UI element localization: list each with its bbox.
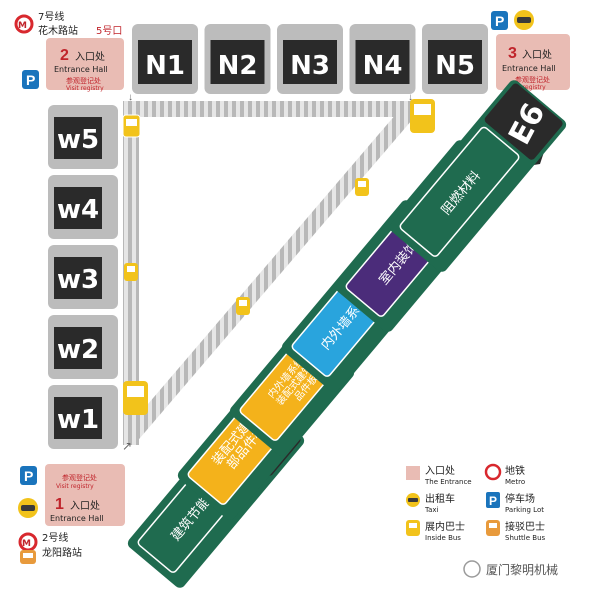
metro-icon bbox=[484, 463, 502, 481]
inside-bus-icon bbox=[236, 297, 250, 315]
parking-icon bbox=[486, 492, 500, 508]
legend-parking-cn: 停车场 bbox=[505, 492, 535, 505]
entrance-1-cn: 入口处 bbox=[70, 500, 100, 512]
hall-label: w3 bbox=[57, 265, 99, 295]
legend-parking-en: Parking Lot bbox=[505, 506, 544, 514]
legend-inside-bus-cn: 展内巴士 bbox=[425, 520, 465, 533]
entrance-3-registry-cn: 参观登记处 bbox=[515, 75, 550, 84]
hall-label: N4 bbox=[363, 51, 403, 81]
inside-bus-icon bbox=[123, 381, 148, 415]
metro-top-block: M 7号线 花木路站 5号口 bbox=[14, 10, 122, 37]
hall-w4[interactable]: w4 bbox=[48, 175, 118, 239]
taxi-icon bbox=[18, 498, 38, 518]
svg-text:M: M bbox=[18, 21, 27, 31]
metro-exit-top: 5号口 bbox=[96, 25, 122, 37]
metro-bottom-block: M 2号线 龙阳路站 bbox=[18, 531, 82, 564]
inside-bus-icon bbox=[410, 99, 435, 133]
entrance-1-registry-en: Visit registry bbox=[56, 483, 94, 490]
hall-label: N1 bbox=[145, 51, 185, 81]
shuttle-bus-icon bbox=[20, 550, 36, 564]
arrow-down-icon: ↓ bbox=[128, 92, 133, 103]
entrance-3-cn: 入口处 bbox=[522, 49, 552, 61]
hall-w3[interactable]: w3 bbox=[48, 245, 118, 309]
metro-line-bottom: 2号线 bbox=[42, 531, 68, 544]
hall-label: w2 bbox=[57, 335, 99, 365]
taxi-icon bbox=[514, 10, 534, 30]
hall-label: w5 bbox=[57, 125, 99, 155]
legend-entrance-cn: 入口处 bbox=[425, 465, 455, 477]
legend-entrance-en: The Entrance bbox=[424, 478, 472, 486]
svg-text:P: P bbox=[26, 72, 35, 88]
watermark-text: 厦门黎明机械 bbox=[486, 562, 558, 577]
entrance-1: 参观登记处 Visit registry 1 入口处 Entrance Hall bbox=[45, 464, 125, 526]
hall-w1[interactable]: w1 bbox=[48, 385, 118, 449]
svg-text:M: M bbox=[22, 539, 31, 549]
wechat-icon bbox=[463, 560, 481, 578]
arrow-down-icon: ↓ bbox=[408, 92, 413, 103]
hall-n5[interactable]: N5 bbox=[422, 24, 488, 94]
inside-bus-icon bbox=[124, 263, 138, 281]
svg-text:P: P bbox=[24, 468, 33, 484]
entrance-3: 3 入口处 Entrance Hall 参观登记处 Visit registry bbox=[496, 34, 570, 91]
svg-text:P: P bbox=[489, 494, 497, 508]
inside-bus-icon bbox=[122, 114, 141, 138]
entrance-1-en: Entrance Hall bbox=[50, 514, 104, 523]
hall-label: N5 bbox=[435, 51, 475, 81]
parking-icon: P bbox=[20, 466, 37, 485]
parking-icon: P bbox=[22, 70, 39, 89]
entrance-1-number: 1 bbox=[55, 496, 64, 513]
svg-text:P: P bbox=[495, 13, 504, 29]
hall-label: N3 bbox=[290, 51, 330, 81]
metro-station-bottom: 龙阳路站 bbox=[42, 546, 82, 559]
hall-n4[interactable]: N4 bbox=[349, 24, 416, 94]
entrance-3-number: 3 bbox=[508, 45, 517, 62]
entrance-1-registry-cn: 参观登记处 bbox=[62, 473, 97, 482]
entrance-2-number: 2 bbox=[60, 47, 69, 64]
hall-label: w4 bbox=[57, 195, 99, 225]
arrow-up-right-icon: ↗ bbox=[122, 439, 132, 453]
metro-icon bbox=[14, 14, 34, 34]
legend-shuttle-bus-en: Shuttle Bus bbox=[505, 534, 546, 542]
entrance-2-cn: 入口处 bbox=[75, 51, 105, 63]
hall-w2[interactable]: w2 bbox=[48, 315, 118, 379]
entrance-3-en: Entrance Hall bbox=[502, 64, 556, 73]
legend-metro-cn: 地铁 bbox=[505, 464, 525, 477]
legend-entrance-swatch bbox=[406, 466, 420, 480]
shuttle-track bbox=[123, 101, 423, 445]
entrance-2-registry-en: Visit registry bbox=[66, 85, 104, 92]
legend-inside-bus-en: Inside Bus bbox=[425, 534, 461, 542]
west-halls: w5 w4 w3 w2 w1 bbox=[48, 105, 118, 449]
hall-n2[interactable]: N2 bbox=[204, 24, 271, 94]
entrance-2: 2 入口处 Entrance Hall 参观登记处 Visit registry bbox=[46, 38, 124, 92]
entrance-2-registry-cn: 参观登记处 bbox=[66, 76, 101, 85]
east-halls: E1建筑节能板块E2装配式建筑及部品件板块E3内外墙系统板块装配式建筑及部品件板… bbox=[127, 78, 568, 588]
parking-icon: P bbox=[491, 11, 508, 30]
hall-n3[interactable]: N3 bbox=[277, 24, 343, 94]
hall-label: w1 bbox=[57, 405, 99, 435]
legend-metro-en: Metro bbox=[505, 478, 525, 486]
metro-line-top: 7号线 bbox=[38, 10, 64, 23]
metro-station-top: 花木路站 bbox=[38, 24, 78, 37]
hall-n1[interactable]: N1 bbox=[132, 24, 198, 94]
north-halls: N1 N2 N3 N4 N5 bbox=[132, 24, 488, 94]
entrance-3-registry-en: Visit registry bbox=[508, 84, 546, 91]
legend: 入口处 The Entrance 地铁 Metro 出租车 Taxi P 停车场… bbox=[406, 463, 546, 542]
watermark: 厦门黎明机械 bbox=[463, 560, 558, 578]
entrance-2-en: Entrance Hall bbox=[54, 65, 108, 74]
legend-taxi-en: Taxi bbox=[424, 506, 439, 514]
inside-bus-icon bbox=[355, 178, 369, 196]
hall-w5[interactable]: w5 bbox=[48, 105, 118, 169]
legend-shuttle-bus-cn: 接驳巴士 bbox=[505, 520, 545, 533]
legend-taxi-cn: 出租车 bbox=[425, 492, 455, 505]
hall-label: N2 bbox=[218, 51, 258, 81]
